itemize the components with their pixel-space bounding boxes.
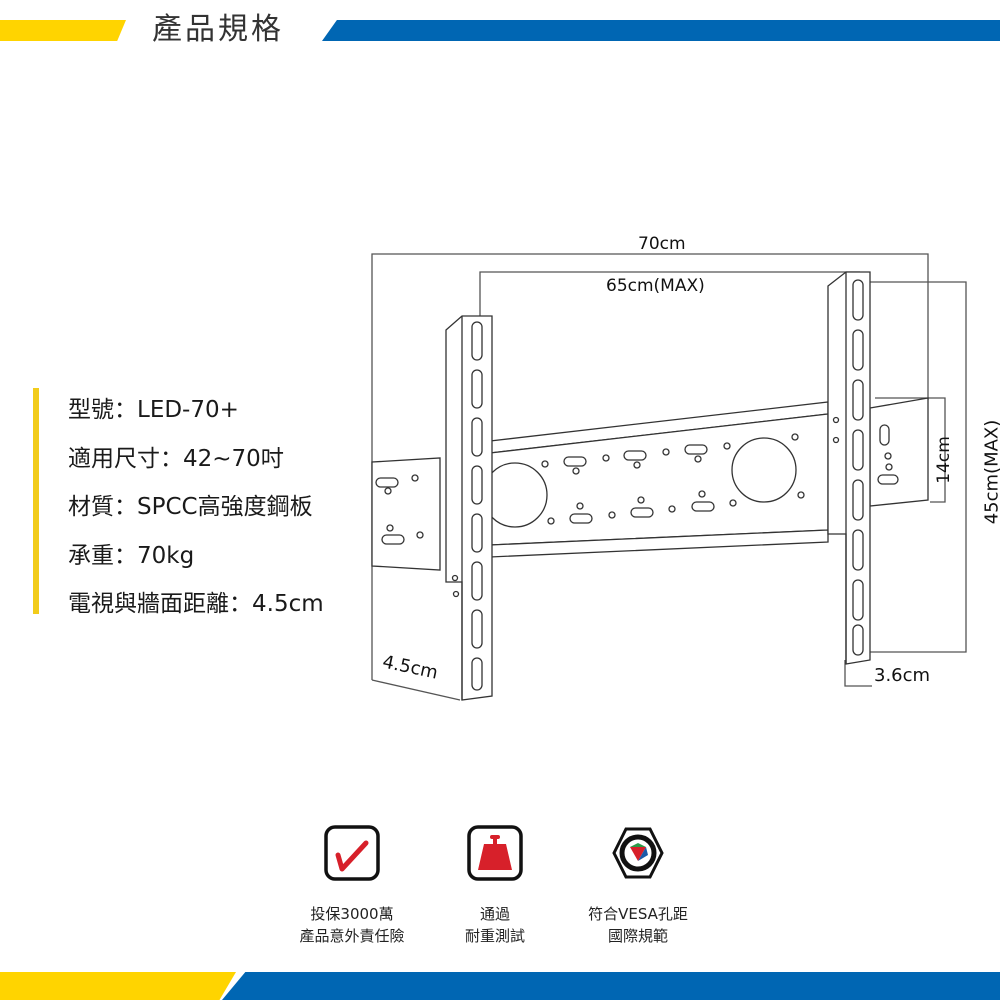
dim-plate-height: 14cm — [933, 436, 954, 484]
header-yellow-stripe — [0, 20, 126, 41]
dim-total-width: 70cm — [638, 234, 686, 254]
vesa-logo-icon — [612, 827, 664, 879]
badge-insurance-caption: 投保3000萬 產品意外責任險 — [299, 905, 405, 945]
dim-height: 45cm(MAX) — [981, 419, 1000, 525]
dim-arm-depth: 3.6cm — [874, 665, 931, 686]
spec-accent-bar — [33, 388, 39, 614]
dim-arm-span: 65cm(MAX) — [606, 276, 705, 296]
spec-model: 型號：LED-70+ — [68, 397, 239, 423]
badge-load-test: 通過 耐重測試 — [425, 825, 565, 947]
footer-yellow-stripe — [0, 972, 236, 1000]
badge-vesa: 符合VESA孔距 國際規範 — [568, 825, 708, 947]
checkmark-icon — [324, 825, 380, 881]
footer-blue-stripe — [222, 972, 1000, 1000]
weight-icon — [467, 825, 523, 881]
spec-load: 承重：70kg — [68, 542, 195, 569]
spec-wall-distance: 電視與牆面距離：4.5cm — [68, 591, 324, 617]
header-blue-stripe — [322, 20, 1000, 41]
badge-load-test-caption: 通過 耐重測試 — [464, 905, 525, 945]
page-title: 產品規格 — [152, 12, 284, 47]
badge-insurance: 投保3000萬 產品意外責任險 — [282, 825, 422, 947]
spec-material: 材質：SPCC高強度鋼板 — [68, 494, 313, 520]
spec-size: 適用尺寸：42~70吋 — [68, 445, 284, 472]
badge-vesa-caption: 符合VESA孔距 國際規範 — [588, 905, 688, 945]
spec-list: 型號：LED-70+ 適用尺寸：42~70吋 材質：SPCC高強度鋼板 承重：7… — [68, 386, 324, 629]
